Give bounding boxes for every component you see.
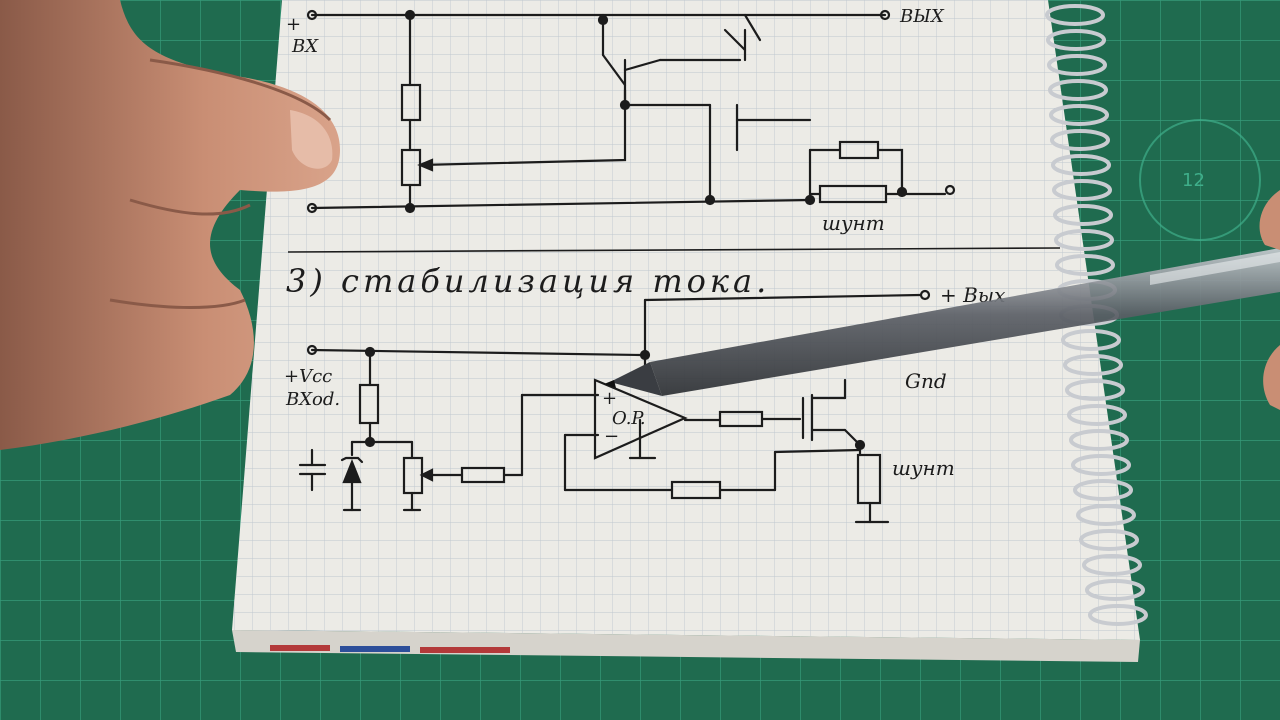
right-fingertip — [1259, 190, 1280, 410]
bottom-circuit — [298, 289, 931, 524]
section-divider — [287, 247, 1061, 253]
left-hand — [0, 0, 340, 450]
mat-number: 12 — [1182, 170, 1205, 191]
top-input-label: BX — [291, 36, 319, 57]
top-circuit — [306, 9, 956, 214]
gel-pen — [604, 248, 1280, 396]
opamp-label: O.P. — [612, 408, 646, 429]
mat-circle-marking — [1139, 119, 1261, 241]
notebook-page — [232, 0, 1140, 662]
opamp-plus: + — [602, 388, 617, 409]
bottom-shunt-label: шунт — [892, 456, 955, 480]
supply-label: +Vcc — [284, 366, 332, 387]
gnd-label: Gnd — [905, 369, 947, 393]
top-input-polarity: + — [286, 14, 301, 35]
spiral-binding — [1045, 4, 1148, 626]
top-output-label: ВЫХ — [899, 6, 945, 27]
opamp-minus: − — [604, 426, 619, 447]
bottom-input-label: BXod. — [285, 389, 340, 410]
section-heading: 3) стабилизация тока. — [286, 262, 770, 300]
top-shunt-label: шунт — [822, 211, 885, 235]
